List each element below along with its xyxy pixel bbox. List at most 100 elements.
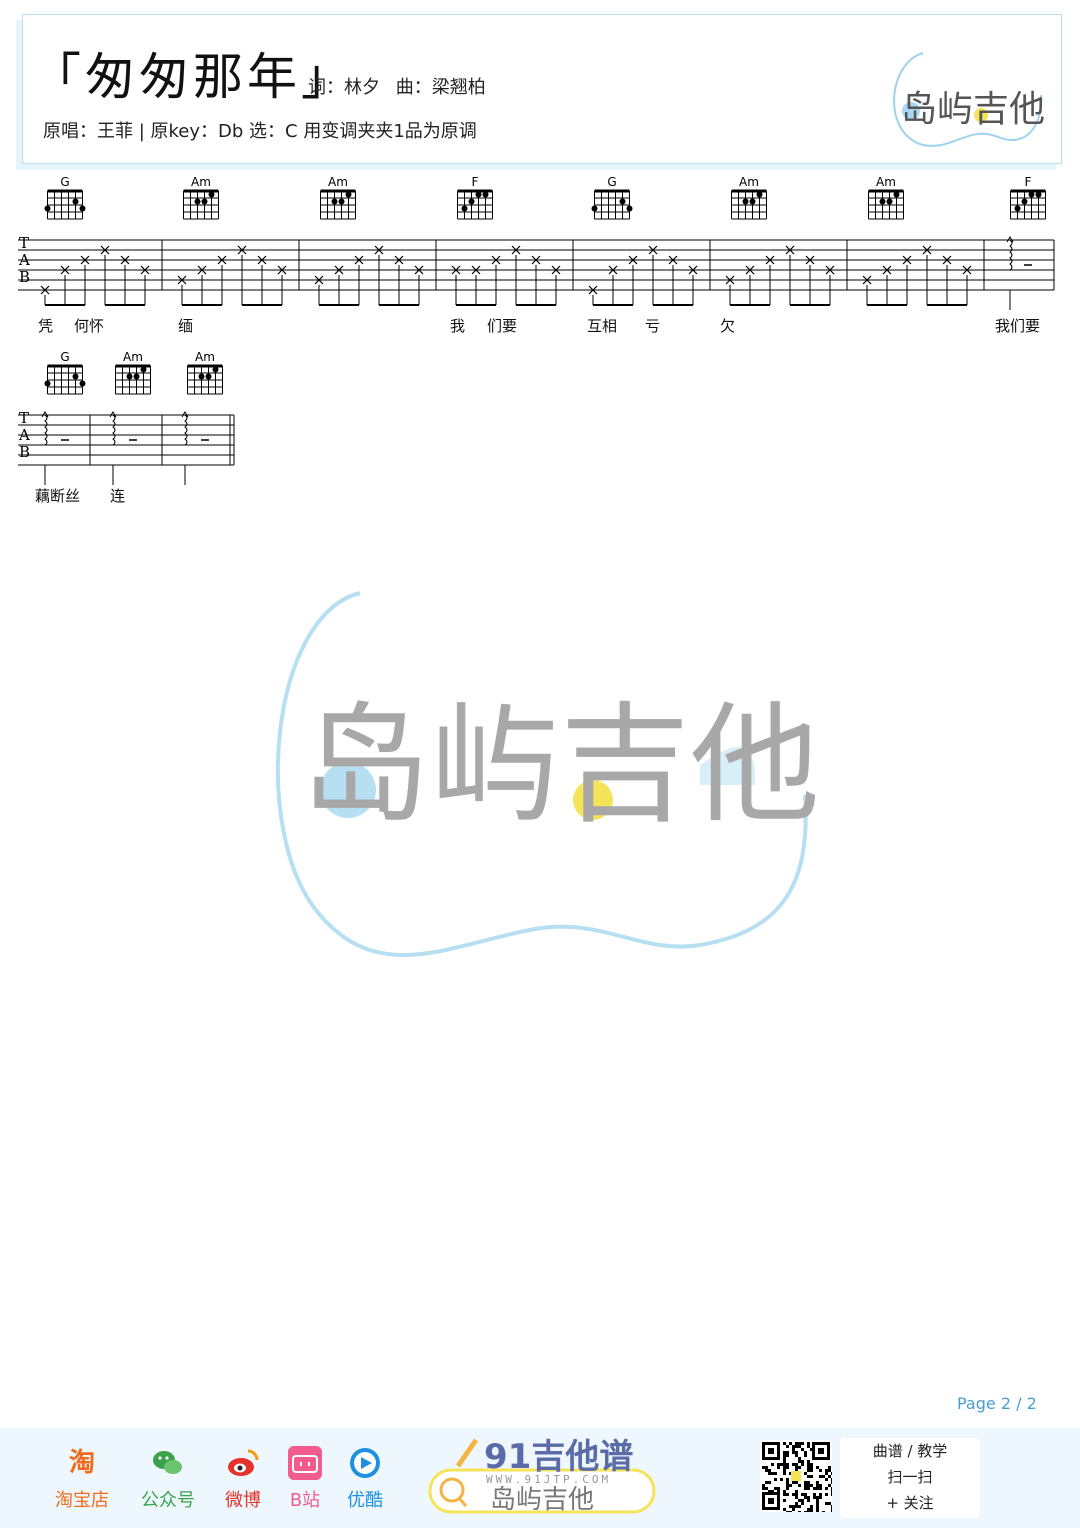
qr-module xyxy=(798,1484,801,1487)
chord-name: Am xyxy=(195,350,215,364)
tab-note-x xyxy=(902,255,912,265)
qr-line: + 关注 xyxy=(886,1494,934,1512)
tab-note-x xyxy=(551,265,561,275)
qr-module xyxy=(819,1487,822,1490)
qr-module xyxy=(792,1505,795,1508)
qr-module xyxy=(786,1445,789,1448)
chord-dot xyxy=(1021,198,1028,205)
qr-module xyxy=(786,1478,789,1481)
tab-note-x xyxy=(197,265,207,275)
qr-module xyxy=(789,1511,792,1514)
chord-diagram: F xyxy=(457,175,493,220)
qr-module xyxy=(807,1508,810,1511)
tab-note-x xyxy=(922,245,932,255)
qr-module xyxy=(804,1451,807,1454)
qr-module xyxy=(774,1487,777,1490)
qr-finder xyxy=(768,1498,774,1504)
qr-module xyxy=(762,1466,765,1469)
tab-note-x xyxy=(257,255,267,265)
footer-youku-label: 优酷 xyxy=(347,1490,383,1511)
lyric-word: 藕断丝 xyxy=(35,487,81,505)
tab-note-x xyxy=(765,255,775,265)
qr-module xyxy=(783,1463,786,1466)
chord-dot xyxy=(212,366,219,373)
strum-arrow xyxy=(181,411,189,418)
qr-module xyxy=(804,1454,807,1457)
tab-note-x xyxy=(785,245,795,255)
qr-module xyxy=(801,1460,804,1463)
chord-dot xyxy=(1014,205,1021,212)
qr-module xyxy=(816,1505,819,1508)
qr-module xyxy=(792,1448,795,1451)
qr-module xyxy=(831,1511,834,1514)
chord-diagram: G xyxy=(44,175,86,220)
chord-name: Am xyxy=(739,175,759,189)
footer-taobao-link[interactable]: 淘 淘宝店 xyxy=(50,1446,114,1512)
lyric-word: 欠 xyxy=(720,317,736,335)
tab-note-x xyxy=(80,255,90,265)
qr-module xyxy=(831,1493,834,1496)
qr-module xyxy=(819,1496,822,1499)
strum-wave xyxy=(44,414,48,446)
footer-youku-link[interactable]: 优酷 xyxy=(333,1446,397,1512)
qr-module xyxy=(786,1511,789,1514)
qr-module xyxy=(789,1442,792,1445)
qr-module xyxy=(819,1475,822,1478)
chord-diagram: Am xyxy=(320,175,356,220)
weibo-icon xyxy=(226,1446,260,1480)
chord-dot xyxy=(482,191,489,198)
chord-name: G xyxy=(60,350,69,364)
qr-module xyxy=(777,1466,780,1469)
qr-module xyxy=(768,1481,771,1484)
lyric-word: 何怀 xyxy=(74,317,105,335)
qr-module xyxy=(807,1481,810,1484)
chord-dot xyxy=(1035,191,1042,198)
chord-dot xyxy=(886,198,893,205)
qr-module xyxy=(816,1499,819,1502)
tab-note-x xyxy=(805,255,815,265)
qr-module xyxy=(783,1499,786,1502)
qr-module xyxy=(771,1472,774,1475)
qr-module xyxy=(777,1463,780,1466)
tab-note-x xyxy=(942,255,952,265)
watermark-text: 岛屿吉他 xyxy=(300,689,820,841)
tab-note-x xyxy=(414,265,424,275)
qr-code-icon[interactable] xyxy=(760,1440,834,1514)
tab-note-x xyxy=(531,255,541,265)
chord-dot xyxy=(331,198,338,205)
tab-note-x xyxy=(688,265,698,275)
qr-module xyxy=(783,1460,786,1463)
footer-bilibili-link[interactable]: B站 xyxy=(273,1446,337,1512)
footer-weibo-link[interactable]: 微博 xyxy=(211,1446,275,1512)
tab-note-x xyxy=(491,255,501,265)
chord-name: F xyxy=(472,175,479,189)
tab-clef-letter: B xyxy=(19,268,30,286)
lyric-word: 互相 xyxy=(587,317,618,335)
qr-module xyxy=(783,1442,786,1445)
qr-module xyxy=(792,1493,795,1496)
qr-module xyxy=(765,1469,768,1472)
qr-module xyxy=(801,1493,804,1496)
qr-module xyxy=(780,1478,783,1481)
tab-note-x xyxy=(217,255,227,265)
qr-module xyxy=(810,1511,813,1514)
strum-arrow xyxy=(41,411,49,418)
qr-module xyxy=(825,1502,828,1505)
tab-note-x xyxy=(882,265,892,275)
qr-module xyxy=(825,1469,828,1472)
qr-module xyxy=(807,1460,810,1463)
composer: 曲：梁翘柏 xyxy=(395,77,486,98)
site-logo-icon[interactable]: 91吉他谱 WWW.91JTP.COM 岛屿吉他 xyxy=(428,1436,658,1520)
footer-wechat-link[interactable]: 公众号 xyxy=(136,1446,200,1512)
qr-module xyxy=(822,1475,825,1478)
chord-diagram: Am xyxy=(187,350,223,395)
qr-module xyxy=(813,1487,816,1490)
tab-note-x xyxy=(511,245,521,255)
qr-module xyxy=(828,1466,831,1469)
chord-diagram: Am xyxy=(183,175,219,220)
tab-note-x xyxy=(354,255,364,265)
lyric-word: 我 xyxy=(450,317,466,335)
chord-diagram: Am xyxy=(868,175,904,220)
qr-module xyxy=(783,1508,786,1511)
